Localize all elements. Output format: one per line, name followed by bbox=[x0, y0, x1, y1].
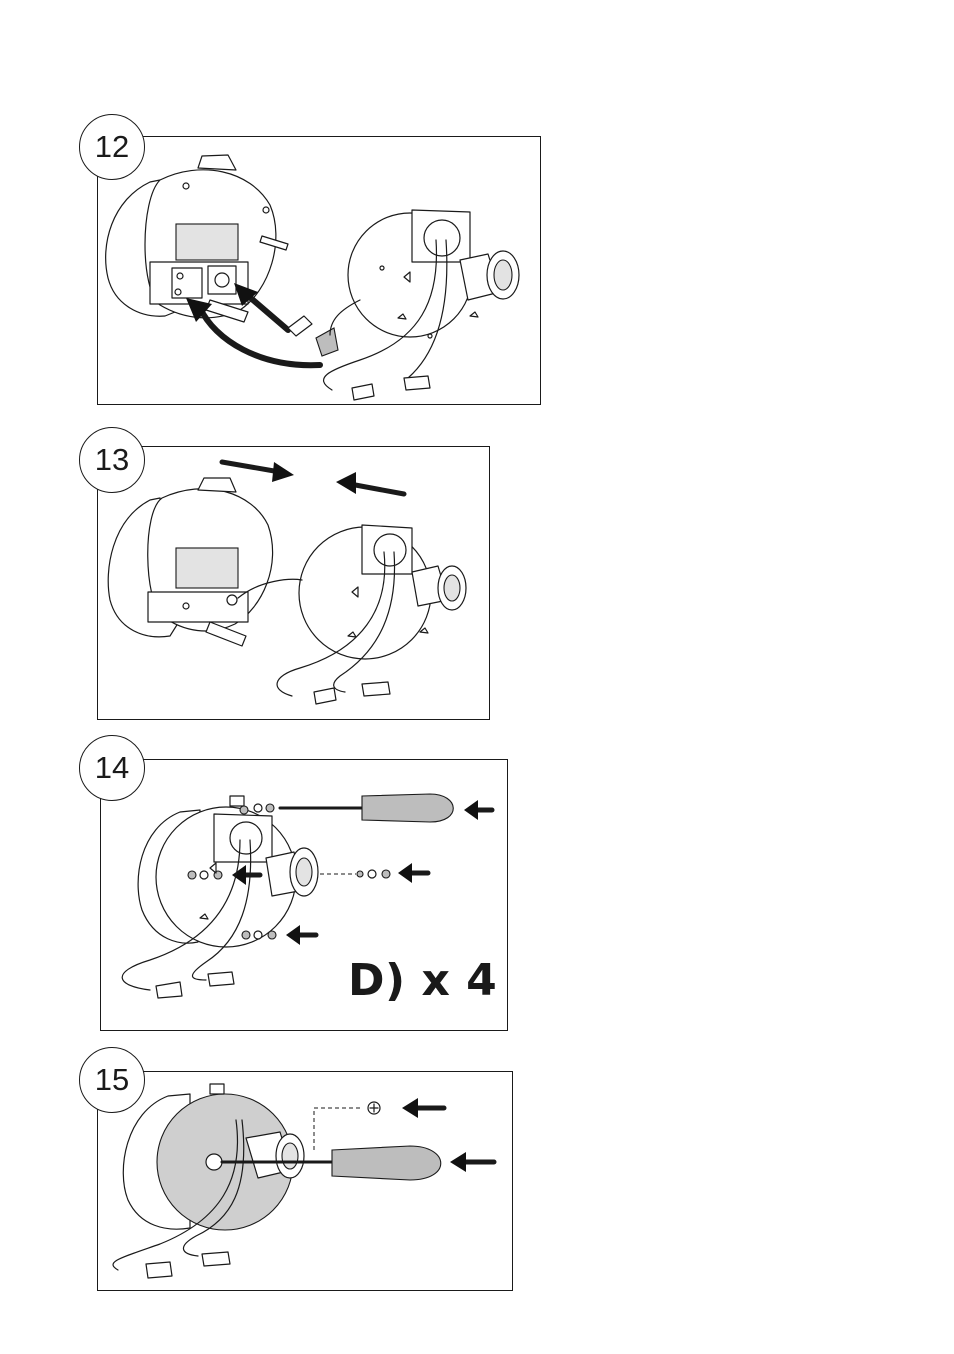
step-number: 14 bbox=[95, 750, 129, 786]
step-number: 12 bbox=[95, 129, 129, 165]
step-number-badge: 13 bbox=[79, 427, 145, 493]
step-number: 15 bbox=[95, 1062, 129, 1098]
step-number-badge: 12 bbox=[79, 114, 145, 180]
step-15-illustration bbox=[0, 0, 954, 1310]
step-number-badge: 14 bbox=[79, 735, 145, 801]
step-number-badge: 15 bbox=[79, 1047, 145, 1113]
step-number: 13 bbox=[95, 442, 129, 478]
